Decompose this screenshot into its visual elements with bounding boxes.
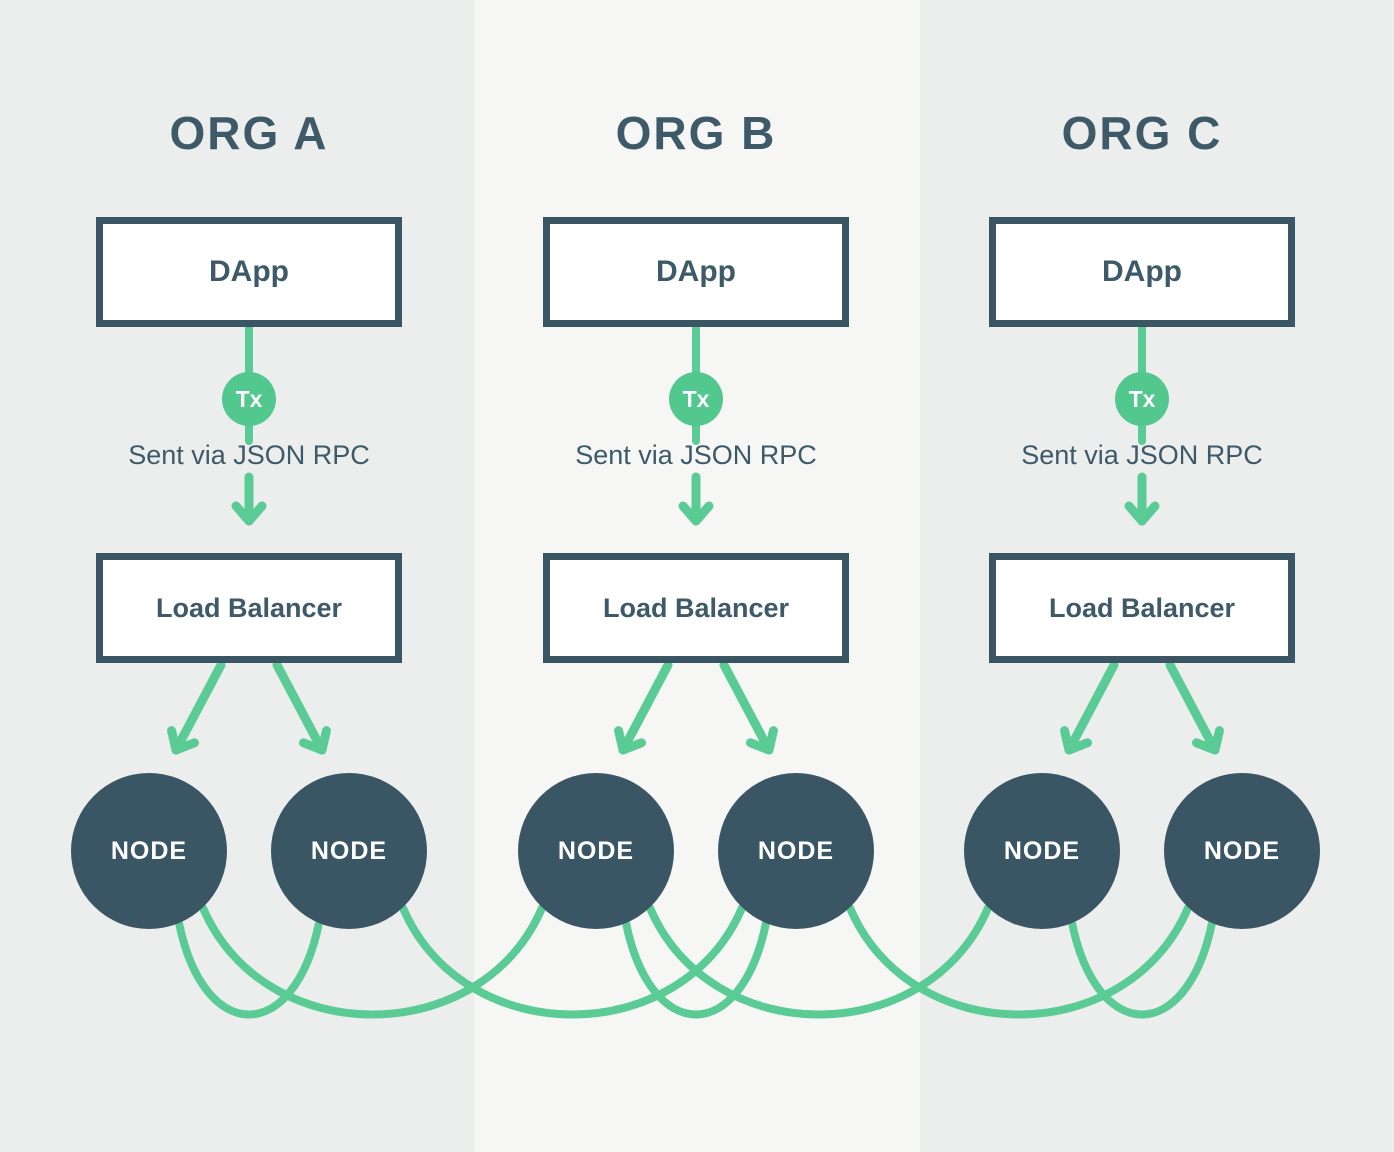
org-title: ORG A bbox=[169, 107, 329, 159]
tx-badge: Tx bbox=[669, 372, 723, 426]
lb-arrow-right-a bbox=[272, 660, 331, 755]
rpc-caption: Sent via JSON RPC bbox=[1021, 440, 1263, 470]
load-balancer-label: Load Balancer bbox=[1048, 592, 1236, 623]
tx-badge: Tx bbox=[1115, 372, 1169, 426]
tx-label: Tx bbox=[682, 385, 710, 412]
lb-arrow-right-c bbox=[1165, 660, 1224, 755]
lb-arrow-right-b bbox=[719, 660, 778, 755]
lb-arrow-left-b bbox=[614, 660, 673, 755]
dapp-box: DApp bbox=[543, 217, 849, 327]
node-mesh-arc-a1-b1 bbox=[199, 904, 546, 1019]
node-circle-left: NODE bbox=[964, 773, 1120, 929]
org-column-b: ORG B DApp Tx Sent via JSON RPC Load Bal… bbox=[516, 0, 876, 1152]
tx-label: Tx bbox=[235, 385, 263, 412]
node-mesh-arc-b2-c2 bbox=[846, 904, 1192, 1019]
rpc-caption: Sent via JSON RPC bbox=[575, 440, 817, 470]
dapp-label: DApp bbox=[656, 255, 736, 288]
tx-badge: Tx bbox=[222, 372, 276, 426]
node-circle-left: NODE bbox=[518, 773, 674, 929]
load-balancer-box: Load Balancer bbox=[543, 553, 849, 663]
dapp-label: DApp bbox=[209, 255, 289, 288]
node-mesh-arc-b1-c1 bbox=[646, 904, 992, 1019]
org-column-a: ORG A DApp Tx Sent via JSON RPC Load Bal… bbox=[69, 0, 429, 1152]
org-title: ORG B bbox=[615, 107, 777, 159]
node-label: NODE bbox=[1203, 836, 1281, 865]
node-mesh-arc-a1-a2 bbox=[175, 919, 323, 1019]
node-circle-left: NODE bbox=[71, 773, 227, 929]
load-balancer-label: Load Balancer bbox=[155, 592, 343, 623]
node-circle-right: NODE bbox=[271, 773, 427, 929]
node-mesh-arc-a2-b2 bbox=[399, 904, 746, 1019]
tx-label: Tx bbox=[1128, 385, 1156, 412]
rpc-caption: Sent via JSON RPC bbox=[128, 440, 370, 470]
dapp-label: DApp bbox=[1102, 255, 1182, 288]
dapp-box: DApp bbox=[96, 217, 402, 327]
dapp-box: DApp bbox=[989, 217, 1295, 327]
load-balancer-label: Load Balancer bbox=[602, 592, 790, 623]
org-column-c: ORG C DApp Tx Sent via JSON RPC Load Bal… bbox=[962, 0, 1322, 1152]
load-balancer-box: Load Balancer bbox=[96, 553, 402, 663]
org-title: ORG C bbox=[1061, 107, 1223, 159]
node-label: NODE bbox=[757, 836, 835, 865]
node-label: NODE bbox=[557, 836, 635, 865]
node-label: NODE bbox=[310, 836, 388, 865]
node-label: NODE bbox=[110, 836, 188, 865]
load-balancer-box: Load Balancer bbox=[989, 553, 1295, 663]
lb-arrow-left-c bbox=[1060, 660, 1119, 755]
node-mesh-arc-c1-c2 bbox=[1068, 919, 1216, 1019]
node-label: NODE bbox=[1003, 836, 1081, 865]
node-circle-right: NODE bbox=[718, 773, 874, 929]
node-circle-right: NODE bbox=[1164, 773, 1320, 929]
lb-arrow-left-a bbox=[167, 660, 226, 755]
node-mesh-arc-b1-b2 bbox=[622, 919, 770, 1019]
